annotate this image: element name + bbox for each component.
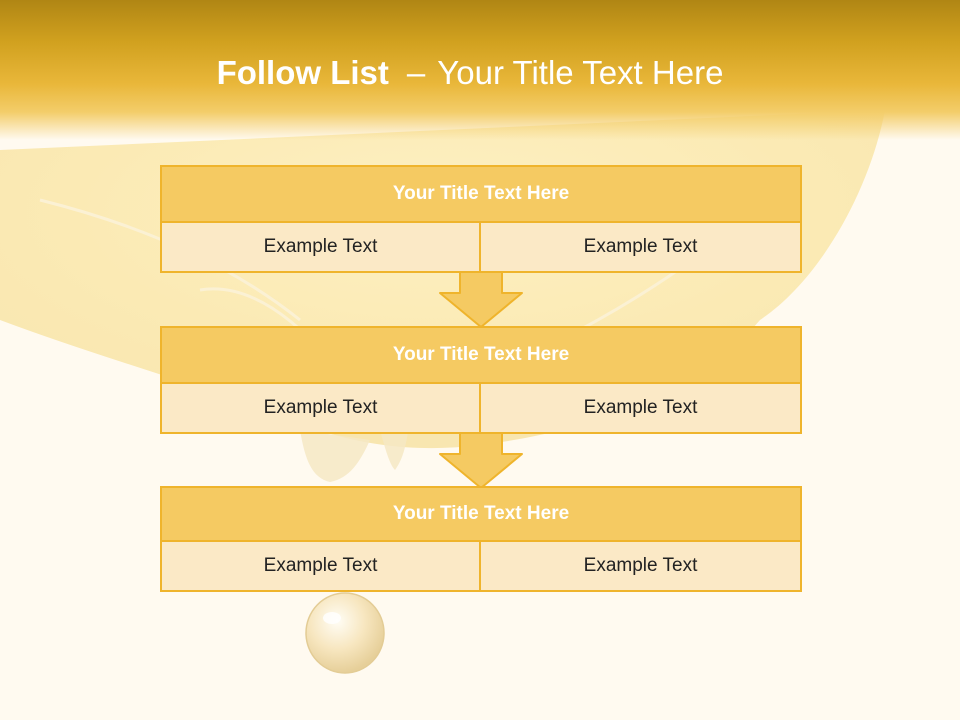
step-right-text: Example Text xyxy=(481,542,802,592)
down-arrow-icon xyxy=(439,271,523,328)
step-right-text: Example Text xyxy=(481,223,802,273)
step-right-text: Example Text xyxy=(481,384,802,434)
title-bold-part: Follow List xyxy=(216,54,389,91)
step-left-text: Example Text xyxy=(160,223,481,273)
slide-title: Follow List–Your Title Text Here xyxy=(0,54,940,92)
step-row: Example Text Example Text xyxy=(160,384,802,434)
step-title: Your Title Text Here xyxy=(160,486,802,542)
step-row: Example Text Example Text xyxy=(160,542,802,592)
step-title: Your Title Text Here xyxy=(160,326,802,384)
down-arrow-icon xyxy=(439,432,523,489)
step-box-3: Your Title Text Here Example Text Exampl… xyxy=(160,486,802,592)
title-rest: Your Title Text Here xyxy=(437,54,724,91)
step-title: Your Title Text Here xyxy=(160,165,802,223)
step-box-1: Your Title Text Here Example Text Exampl… xyxy=(160,165,802,273)
step-left-text: Example Text xyxy=(160,542,481,592)
step-row: Example Text Example Text xyxy=(160,223,802,273)
header-banner xyxy=(0,0,960,140)
step-left-text: Example Text xyxy=(160,384,481,434)
step-box-2: Your Title Text Here Example Text Exampl… xyxy=(160,326,802,434)
title-separator: – xyxy=(406,54,426,91)
